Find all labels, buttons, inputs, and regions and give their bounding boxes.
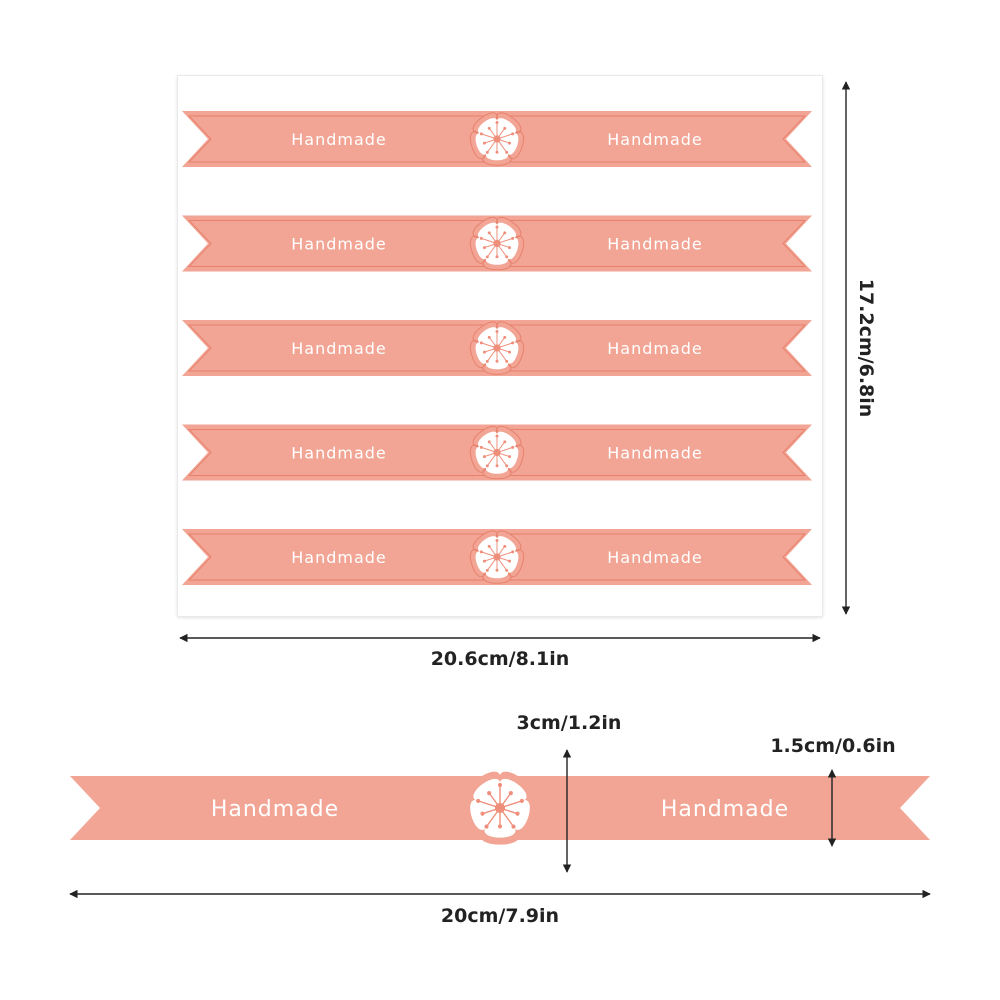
sheet-label-ribbon-outline	[187, 324, 807, 372]
sheet-label-left-text: Handmade	[291, 548, 387, 567]
label-length-label: 20cm/7.9in	[441, 905, 559, 927]
sheet-label-left-text: Handmade	[291, 339, 387, 358]
sheet-label-left-text: Handmade	[291, 443, 387, 462]
sheet-width-label: 20.6cm/8.1in	[431, 648, 570, 670]
sheet-width-dimension: 20.6cm/8.1in	[179, 633, 821, 670]
single-label-flower-icon	[462, 771, 538, 845]
sheet-height-dimension: 17.2cm/6.8in	[841, 81, 877, 615]
sheet-label: Handmade Handmade	[182, 111, 812, 167]
sheet-label-flower-icon	[469, 321, 525, 375]
sheet-label-right-text: Handmade	[607, 234, 703, 253]
sheet-height-label: 17.2cm/6.8in	[855, 279, 877, 418]
label-length-dimension: 20cm/7.9in	[69, 889, 931, 927]
sheet-label: Handmade Handmade	[182, 215, 812, 272]
sheet-label-right-text: Handmade	[607, 130, 703, 149]
sheet-label: Handmade Handmade	[182, 424, 812, 481]
sheet-label-right-text: Handmade	[607, 443, 703, 462]
sheet-label: Handmade Handmade	[182, 320, 812, 376]
band-height-dimension: 1.5cm/0.6in	[770, 735, 896, 847]
sheet-label-flower-icon	[469, 216, 525, 271]
single-label-left-text: Handmade	[211, 797, 339, 822]
sheet-label-left-text: Handmade	[291, 234, 387, 253]
sheet-label: Handmade Handmade	[182, 529, 812, 585]
sheet-label-flower-icon	[469, 425, 525, 480]
single-label-right-text: Handmade	[661, 797, 789, 822]
single-label: Handmade Handmade	[70, 771, 930, 845]
band-height-label: 1.5cm/0.6in	[770, 735, 895, 757]
flower-height-dimension: 3cm/1.2in	[517, 712, 622, 873]
sheet-label-ribbon-outline	[187, 115, 807, 163]
sheet-label-ribbon-outline	[187, 533, 807, 581]
sheet-label-ribbon-outline	[187, 429, 807, 476]
sheet-label-flower-icon	[469, 112, 525, 166]
sheet-label-ribbon-outline	[187, 220, 807, 267]
sheet-label-left-text: Handmade	[291, 130, 387, 149]
sheet-label-flower-icon	[469, 530, 525, 584]
sheet-label-right-text: Handmade	[607, 339, 703, 358]
flower-height-label: 3cm/1.2in	[517, 712, 622, 734]
sheet-label-right-text: Handmade	[607, 548, 703, 567]
